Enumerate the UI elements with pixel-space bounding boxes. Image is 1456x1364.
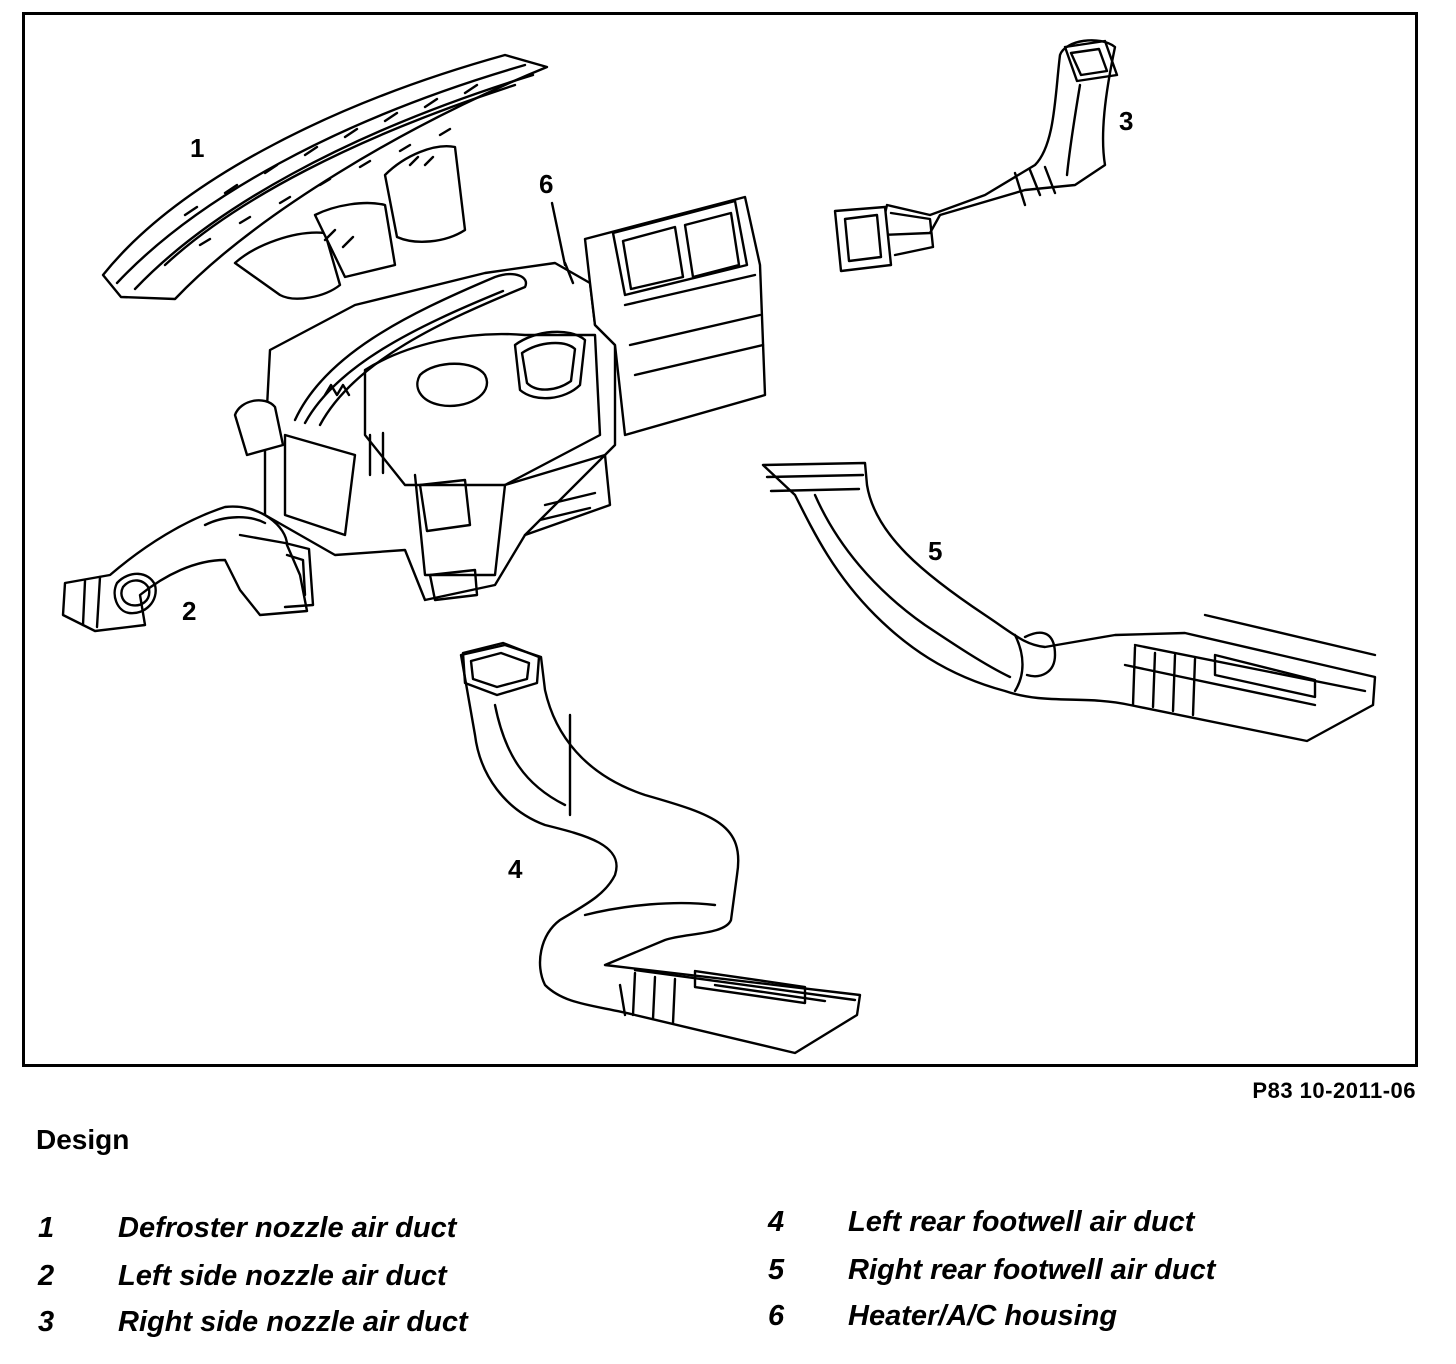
heater-ac-housing: [233, 195, 767, 602]
legend-number: 5: [768, 1254, 785, 1286]
left-side-nozzle-duct: [61, 505, 315, 633]
callout-3: 3: [1119, 106, 1133, 136]
legend-text: Left side nozzle air duct: [118, 1260, 447, 1292]
caption-heading: Design: [36, 1124, 130, 1155]
legend-number: 6: [768, 1300, 785, 1332]
callout-6: 6: [539, 169, 553, 199]
legend-number: 4: [768, 1206, 785, 1238]
callout-2: 2: [182, 596, 196, 626]
legend-text: Left rear footwell air duct: [848, 1206, 1195, 1238]
diagram-frame: 1 2 3 4 5 6: [22, 12, 1418, 1067]
legend-column-right: 4 Left rear footwell air duct 5 Right re…: [768, 1206, 1428, 1346]
legend-number: 3: [38, 1306, 55, 1338]
callout-1: 1: [190, 133, 204, 163]
legend-number: 1: [38, 1212, 55, 1244]
callout-5: 5: [928, 536, 942, 566]
legend-number: 2: [38, 1260, 55, 1292]
legend-text: Right side nozzle air duct: [118, 1306, 468, 1338]
legend-text: Defroster nozzle air duct: [118, 1212, 457, 1244]
defroster-nozzle-duct: [101, 53, 549, 301]
right-rear-footwell-duct: [761, 461, 1377, 743]
legend-text: Right rear footwell air duct: [848, 1254, 1216, 1286]
right-side-nozzle-duct: [833, 39, 1119, 273]
legend-column-left: 1 Defroster nozzle air duct 2 Left side …: [38, 1212, 718, 1352]
left-rear-footwell-duct: [459, 641, 862, 1055]
figure-reference: P83 10-2011-06: [1252, 1078, 1416, 1103]
callout-4: 4: [508, 854, 523, 884]
duct-assembly-drawing: 1 2 3 4 5 6: [61, 39, 1377, 1055]
legend-text: Heater/A/C housing: [848, 1300, 1118, 1332]
callout-6-leader: [550, 201, 567, 267]
